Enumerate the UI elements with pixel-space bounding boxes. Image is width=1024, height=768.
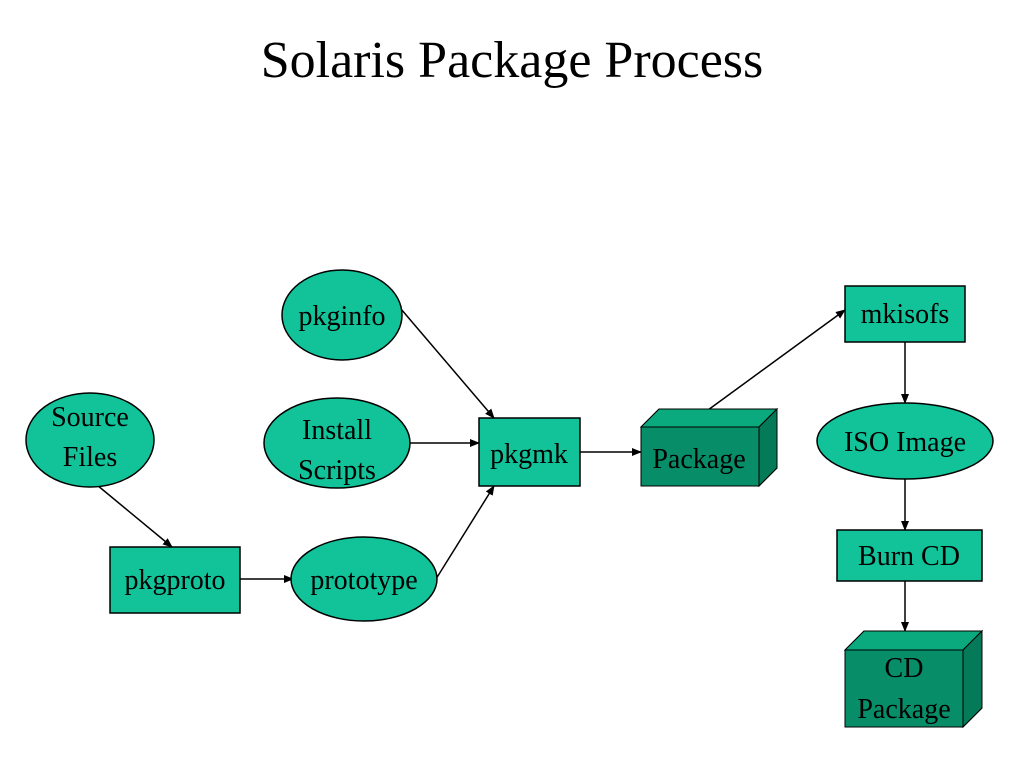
- node-install-scripts-label-2: Scripts: [298, 455, 376, 486]
- edge-prototype-to-pkgmk: [435, 485, 495, 580]
- node-cd-package-label-2: Package: [857, 694, 950, 725]
- edge-source-files-to-pkgproto: [96, 484, 173, 548]
- edges-layer: [96, 308, 909, 632]
- node-package: Package: [639, 407, 779, 488]
- node-pkginfo: pkginfo: [281, 269, 403, 361]
- node-prototype: prototype: [290, 536, 438, 622]
- node-pkgproto-label: pkgproto: [124, 565, 225, 596]
- node-pkgproto: pkgproto: [109, 546, 241, 614]
- node-cd-package: CD Package: [843, 629, 984, 729]
- node-cd-package-label-1: CD: [885, 653, 924, 684]
- node-install-scripts-label-1: Install: [302, 415, 372, 446]
- node-prototype-label: prototype: [310, 565, 417, 596]
- edge-package-to-mkisofs: [707, 309, 846, 411]
- node-burn-cd: Burn CD: [836, 529, 983, 582]
- node-pkgmk: pkgmk: [478, 417, 581, 487]
- node-source-files-label-2: Files: [63, 442, 117, 473]
- node-pkginfo-label: pkginfo: [298, 301, 385, 332]
- node-source-files: Source Files: [25, 392, 155, 488]
- node-mkisofs: mkisofs: [844, 285, 966, 343]
- node-iso-image-label: ISO Image: [844, 427, 966, 458]
- page-title: Solaris Package Process: [260, 32, 764, 89]
- node-pkgmk-label: pkgmk: [490, 439, 568, 470]
- node-mkisofs-label: mkisofs: [861, 299, 950, 330]
- node-install-scripts: Install Scripts: [263, 397, 411, 489]
- node-source-files-label-1: Source: [51, 402, 129, 433]
- node-package-label: Package: [652, 444, 745, 475]
- edge-pkginfo-to-pkgmk: [400, 308, 495, 419]
- node-iso-image: ISO Image: [816, 402, 994, 480]
- node-burn-cd-label: Burn CD: [858, 541, 960, 572]
